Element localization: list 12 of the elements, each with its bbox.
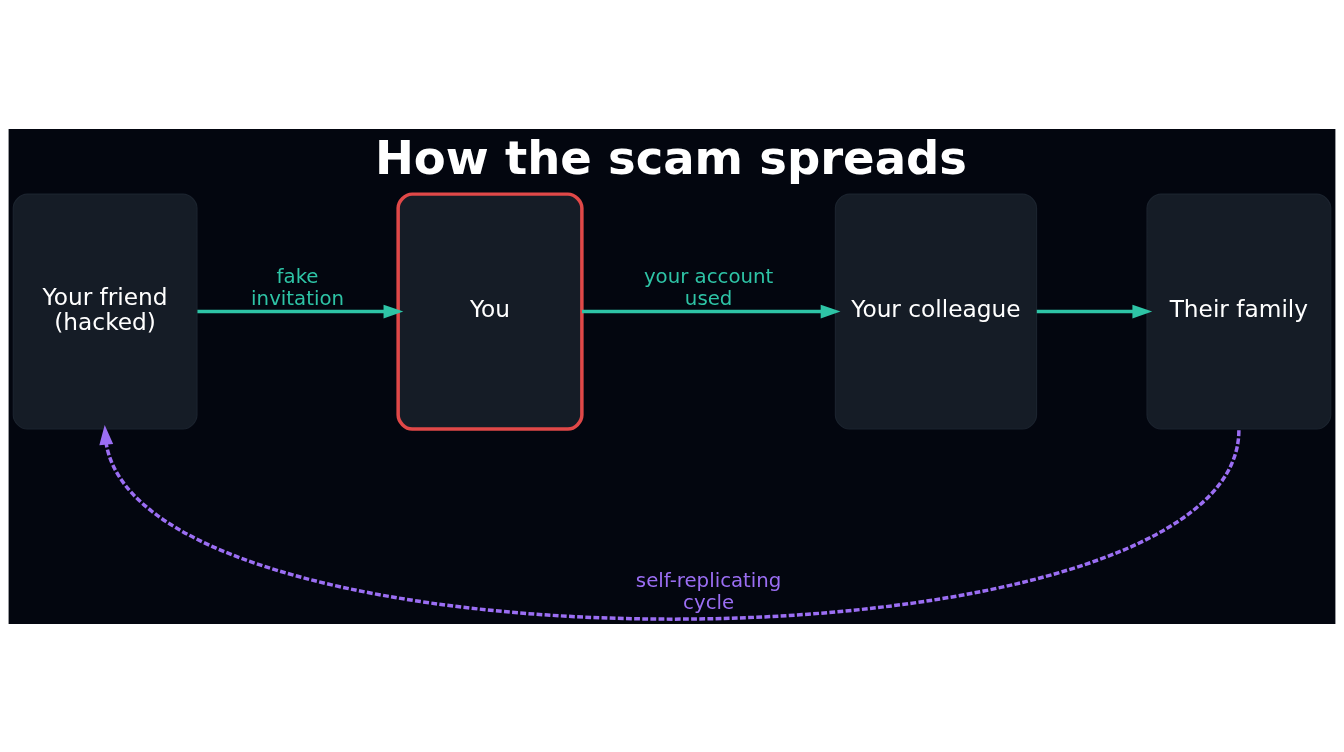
- arrow: [197, 304, 404, 318]
- node-box: Their family: [1146, 193, 1332, 430]
- arrow: [582, 304, 841, 318]
- edge-label: your account used: [643, 264, 774, 310]
- edge-label: self-replicating cycle: [635, 568, 782, 614]
- node-box: Your colleague: [834, 193, 1038, 430]
- arrow: [1036, 304, 1153, 318]
- edge-label: fake invitation: [251, 264, 344, 310]
- node-box: You: [396, 191, 584, 431]
- diagram-title: How the scam spreads: [374, 130, 967, 185]
- arrow: [99, 424, 1241, 621]
- node-box: Your friend (hacked): [12, 193, 198, 430]
